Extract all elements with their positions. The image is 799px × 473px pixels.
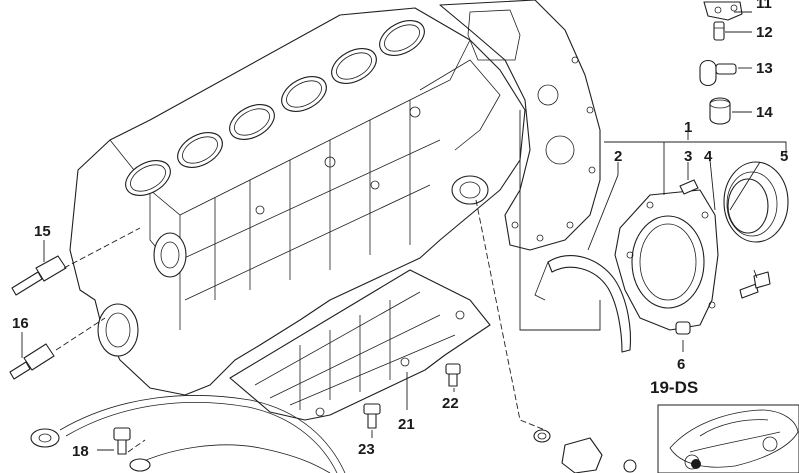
callout-15: 15 <box>34 223 51 240</box>
part-5-radial-seal <box>723 161 789 243</box>
callout-labels: 11 12 13 14 1 2 3 4 5 6 15 16 18 21 22 2… <box>12 0 788 460</box>
rear-gasket <box>439 0 601 251</box>
oil-pan-baffle <box>229 269 491 421</box>
part-11-bracket <box>703 1 743 21</box>
side-bolt <box>739 271 771 299</box>
part-23-bolt <box>363 403 381 429</box>
leader-lines <box>21 11 787 453</box>
callout-13: 13 <box>756 60 773 77</box>
cylinder-bores <box>125 20 425 196</box>
vehicle-locator-inset <box>657 404 799 473</box>
part-22-bolt <box>445 363 461 387</box>
part-2-seal-carrier <box>614 189 719 331</box>
part-12-screw <box>713 21 725 41</box>
part-13-sensor <box>699 59 737 87</box>
part-18-bolt <box>113 427 131 455</box>
callout-23: 23 <box>358 441 375 458</box>
group-label-19-ds: 19-DS <box>650 378 698 397</box>
engine-block <box>69 7 526 396</box>
stud-bolt-15 <box>11 255 67 296</box>
locator-dot <box>691 459 701 469</box>
callout-4: 4 <box>704 148 713 165</box>
part-3-bolt <box>679 179 699 195</box>
callout-11: 11 <box>756 0 772 12</box>
callout-3: 3 <box>684 148 692 165</box>
seal-gasket-arc <box>534 255 631 353</box>
callout-16: 16 <box>12 315 29 332</box>
dipstick-tube <box>30 395 346 473</box>
part-6-dowel <box>675 321 691 335</box>
callout-18: 18 <box>72 443 89 460</box>
callout-6: 6 <box>677 356 685 373</box>
stud-bolt-16 <box>9 343 55 380</box>
crank-sensor <box>533 429 637 473</box>
callout-21: 21 <box>398 416 415 433</box>
callout-5: 5 <box>780 148 788 165</box>
callout-2: 2 <box>614 148 622 165</box>
callout-1: 1 <box>684 119 692 136</box>
callout-22: 22 <box>442 395 459 412</box>
callout-12: 12 <box>756 24 773 41</box>
callout-14: 14 <box>756 104 773 121</box>
part-14-plug <box>709 97 731 125</box>
